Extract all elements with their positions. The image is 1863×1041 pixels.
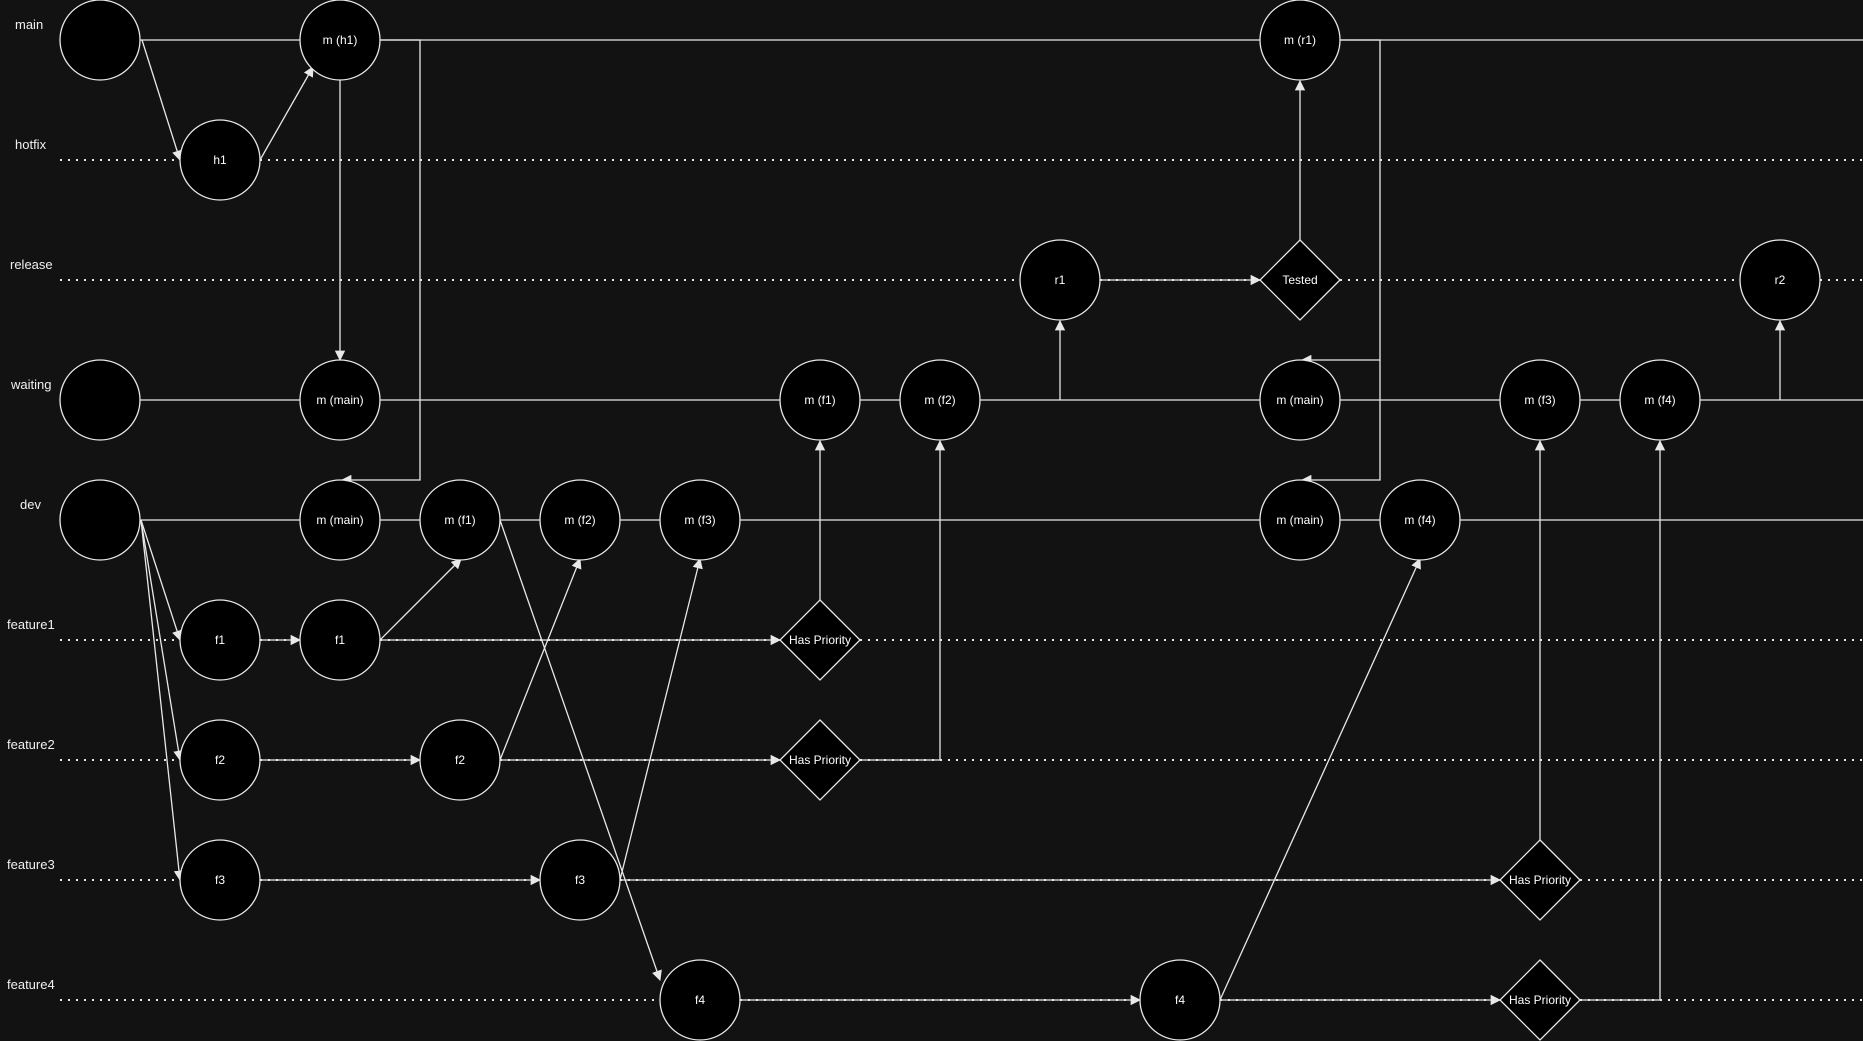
lane-label-hotfix: hotfix [15, 137, 47, 152]
lane-label-release: release [10, 257, 53, 272]
node-f1b[interactable]: f1 [299, 599, 381, 681]
node-main-start[interactable] [59, 0, 141, 81]
edge-hp4-to-wf4 [1580, 439, 1666, 1001]
edge-f1b-to-devf1 [379, 558, 462, 641]
node-w-main2[interactable]: m (main) [1259, 359, 1341, 441]
node-label: f4 [1175, 993, 1185, 1007]
node-w-f3[interactable]: m (f3) [1499, 359, 1581, 441]
node-label: f4 [695, 993, 705, 1007]
node-f3a[interactable]: f3 [179, 839, 261, 921]
node-m-r1[interactable]: m (r1) [1259, 0, 1341, 81]
node-hp4[interactable]: Has Priority [1499, 959, 1581, 1041]
node-label: f1 [215, 633, 225, 647]
node-label: Has Priority [789, 753, 851, 767]
node-label: m (r1) [1284, 33, 1316, 47]
node-f4a[interactable]: f4 [659, 959, 741, 1041]
lane-label-feature1: feature1 [7, 617, 55, 632]
node-w-f2[interactable]: m (f2) [899, 359, 981, 441]
edge-main-to-h1 [141, 39, 183, 161]
node-r1[interactable]: r1 [1019, 239, 1101, 321]
node-d-f4[interactable]: m (f4) [1379, 479, 1461, 561]
node-w-f1[interactable]: m (f1) [779, 359, 861, 441]
node-dev-start[interactable] [59, 479, 141, 561]
node-label: m (f2) [564, 513, 595, 527]
lane-label-feature3: feature3 [7, 857, 55, 872]
connectors [140, 39, 1786, 1006]
node-h1[interactable]: h1 [179, 119, 261, 201]
node-f2b[interactable]: f2 [419, 719, 501, 801]
lane-labels: main hotfix release waiting dev feature1… [7, 17, 55, 992]
edge-f4b-to-devf4 [1219, 558, 1421, 1001]
node-d-f3[interactable]: m (f3) [659, 479, 741, 561]
node-f1a[interactable]: f1 [179, 599, 261, 681]
edge-dev-to-f2 [140, 519, 184, 762]
node-label: m (f4) [1644, 393, 1675, 407]
node-label: m (f3) [1524, 393, 1555, 407]
node-hp3[interactable]: Has Priority [1499, 839, 1581, 921]
node-d-main1[interactable]: m (main) [299, 479, 381, 561]
node-w-f4[interactable]: m (f4) [1619, 359, 1701, 441]
node-label: f2 [455, 753, 465, 767]
node-waiting-start[interactable] [59, 359, 141, 441]
edge-mr1-to-waiting [1300, 39, 1381, 366]
node-label: m (f1) [444, 513, 475, 527]
lane-label-dev: dev [20, 497, 41, 512]
node-d-main2[interactable]: m (main) [1259, 479, 1341, 561]
edge-mr1-to-dev [1300, 360, 1381, 486]
node-d-f1[interactable]: m (f1) [419, 479, 501, 561]
lane-label-main: main [15, 17, 43, 32]
node-label: f3 [215, 873, 225, 887]
node-label: Has Priority [1509, 993, 1571, 1007]
lane-label-feature2: feature2 [7, 737, 55, 752]
node-tested[interactable]: Tested [1259, 239, 1341, 321]
node-f4b[interactable]: f4 [1139, 959, 1221, 1041]
node-hp2[interactable]: Has Priority [779, 719, 861, 801]
node-f3b[interactable]: f3 [539, 839, 621, 921]
lane-label-waiting: waiting [10, 377, 51, 392]
edge-dev-to-f1 [140, 519, 183, 641]
node-label: m (main) [316, 513, 363, 527]
node-m-h1[interactable]: m (h1) [299, 0, 381, 81]
nodes: m (h1) m (r1) h1 r1 Tested r2 m (main) m… [59, 0, 1821, 1041]
node-label: f1 [335, 633, 345, 647]
lane-label-feature4: feature4 [7, 977, 55, 992]
node-label: m (f3) [684, 513, 715, 527]
edge-hp2-to-wf2 [860, 439, 946, 761]
edge-h1-to-mh1 [259, 66, 314, 161]
node-label: m (main) [1276, 513, 1323, 527]
edge-devf1-to-f4a [499, 519, 662, 981]
node-label: r2 [1775, 273, 1786, 287]
node-label: r1 [1055, 273, 1066, 287]
edge-f3b-to-devf3 [619, 557, 703, 881]
node-f2a[interactable]: f2 [179, 719, 261, 801]
node-label: m (h1) [323, 33, 358, 47]
node-label: Has Priority [789, 633, 851, 647]
node-r2[interactable]: r2 [1739, 239, 1821, 321]
edge-mh1-to-dev [340, 39, 421, 486]
node-label: m (f1) [804, 393, 835, 407]
node-label: m (f4) [1404, 513, 1435, 527]
edge-dev-to-f3 [140, 519, 185, 882]
node-label: m (main) [1276, 393, 1323, 407]
node-label: m (main) [316, 393, 363, 407]
node-d-f2[interactable]: m (f2) [539, 479, 621, 561]
node-label: Tested [1282, 273, 1317, 287]
node-label: f2 [215, 753, 225, 767]
node-label: m (f2) [924, 393, 955, 407]
edge-f2b-to-devf2 [499, 558, 582, 761]
node-label: f3 [575, 873, 585, 887]
node-hp1[interactable]: Has Priority [779, 599, 861, 681]
node-label: h1 [213, 153, 227, 167]
node-label: Has Priority [1509, 873, 1571, 887]
node-w-main1[interactable]: m (main) [299, 359, 381, 441]
